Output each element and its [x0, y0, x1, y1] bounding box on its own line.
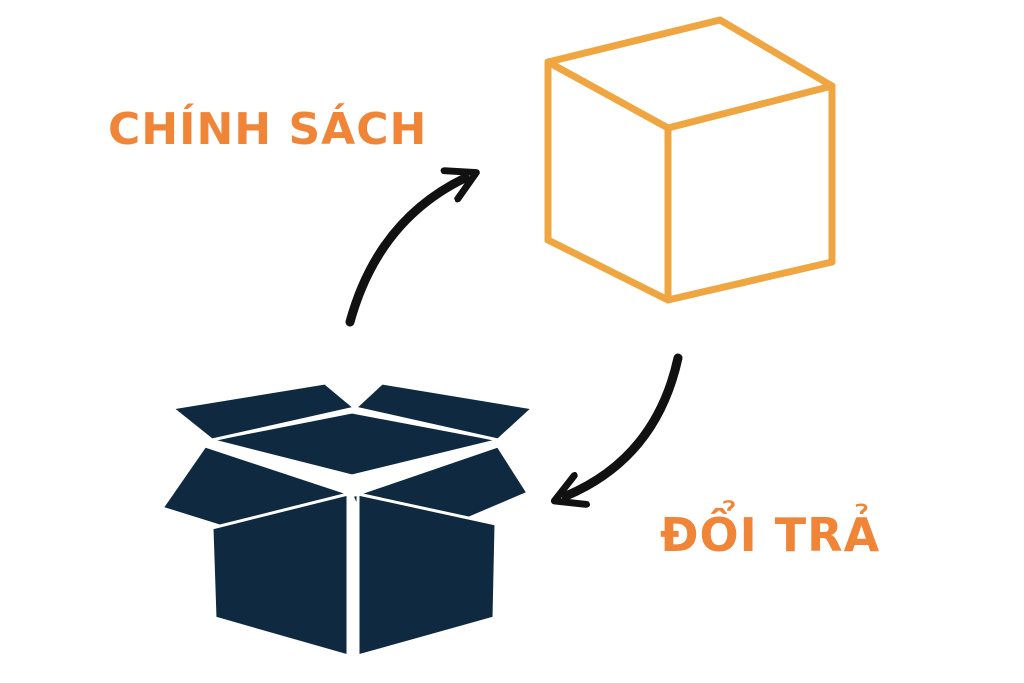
return-title-text: ĐỔI TRẢ	[660, 508, 881, 562]
open-box-icon	[160, 381, 535, 658]
curved-arrow-up-icon	[345, 178, 465, 327]
closed-box-icon	[544, 16, 836, 304]
curved-arrow-down-icon	[566, 353, 683, 496]
policy-title-text: CHÍNH SÁCH	[108, 104, 428, 155]
